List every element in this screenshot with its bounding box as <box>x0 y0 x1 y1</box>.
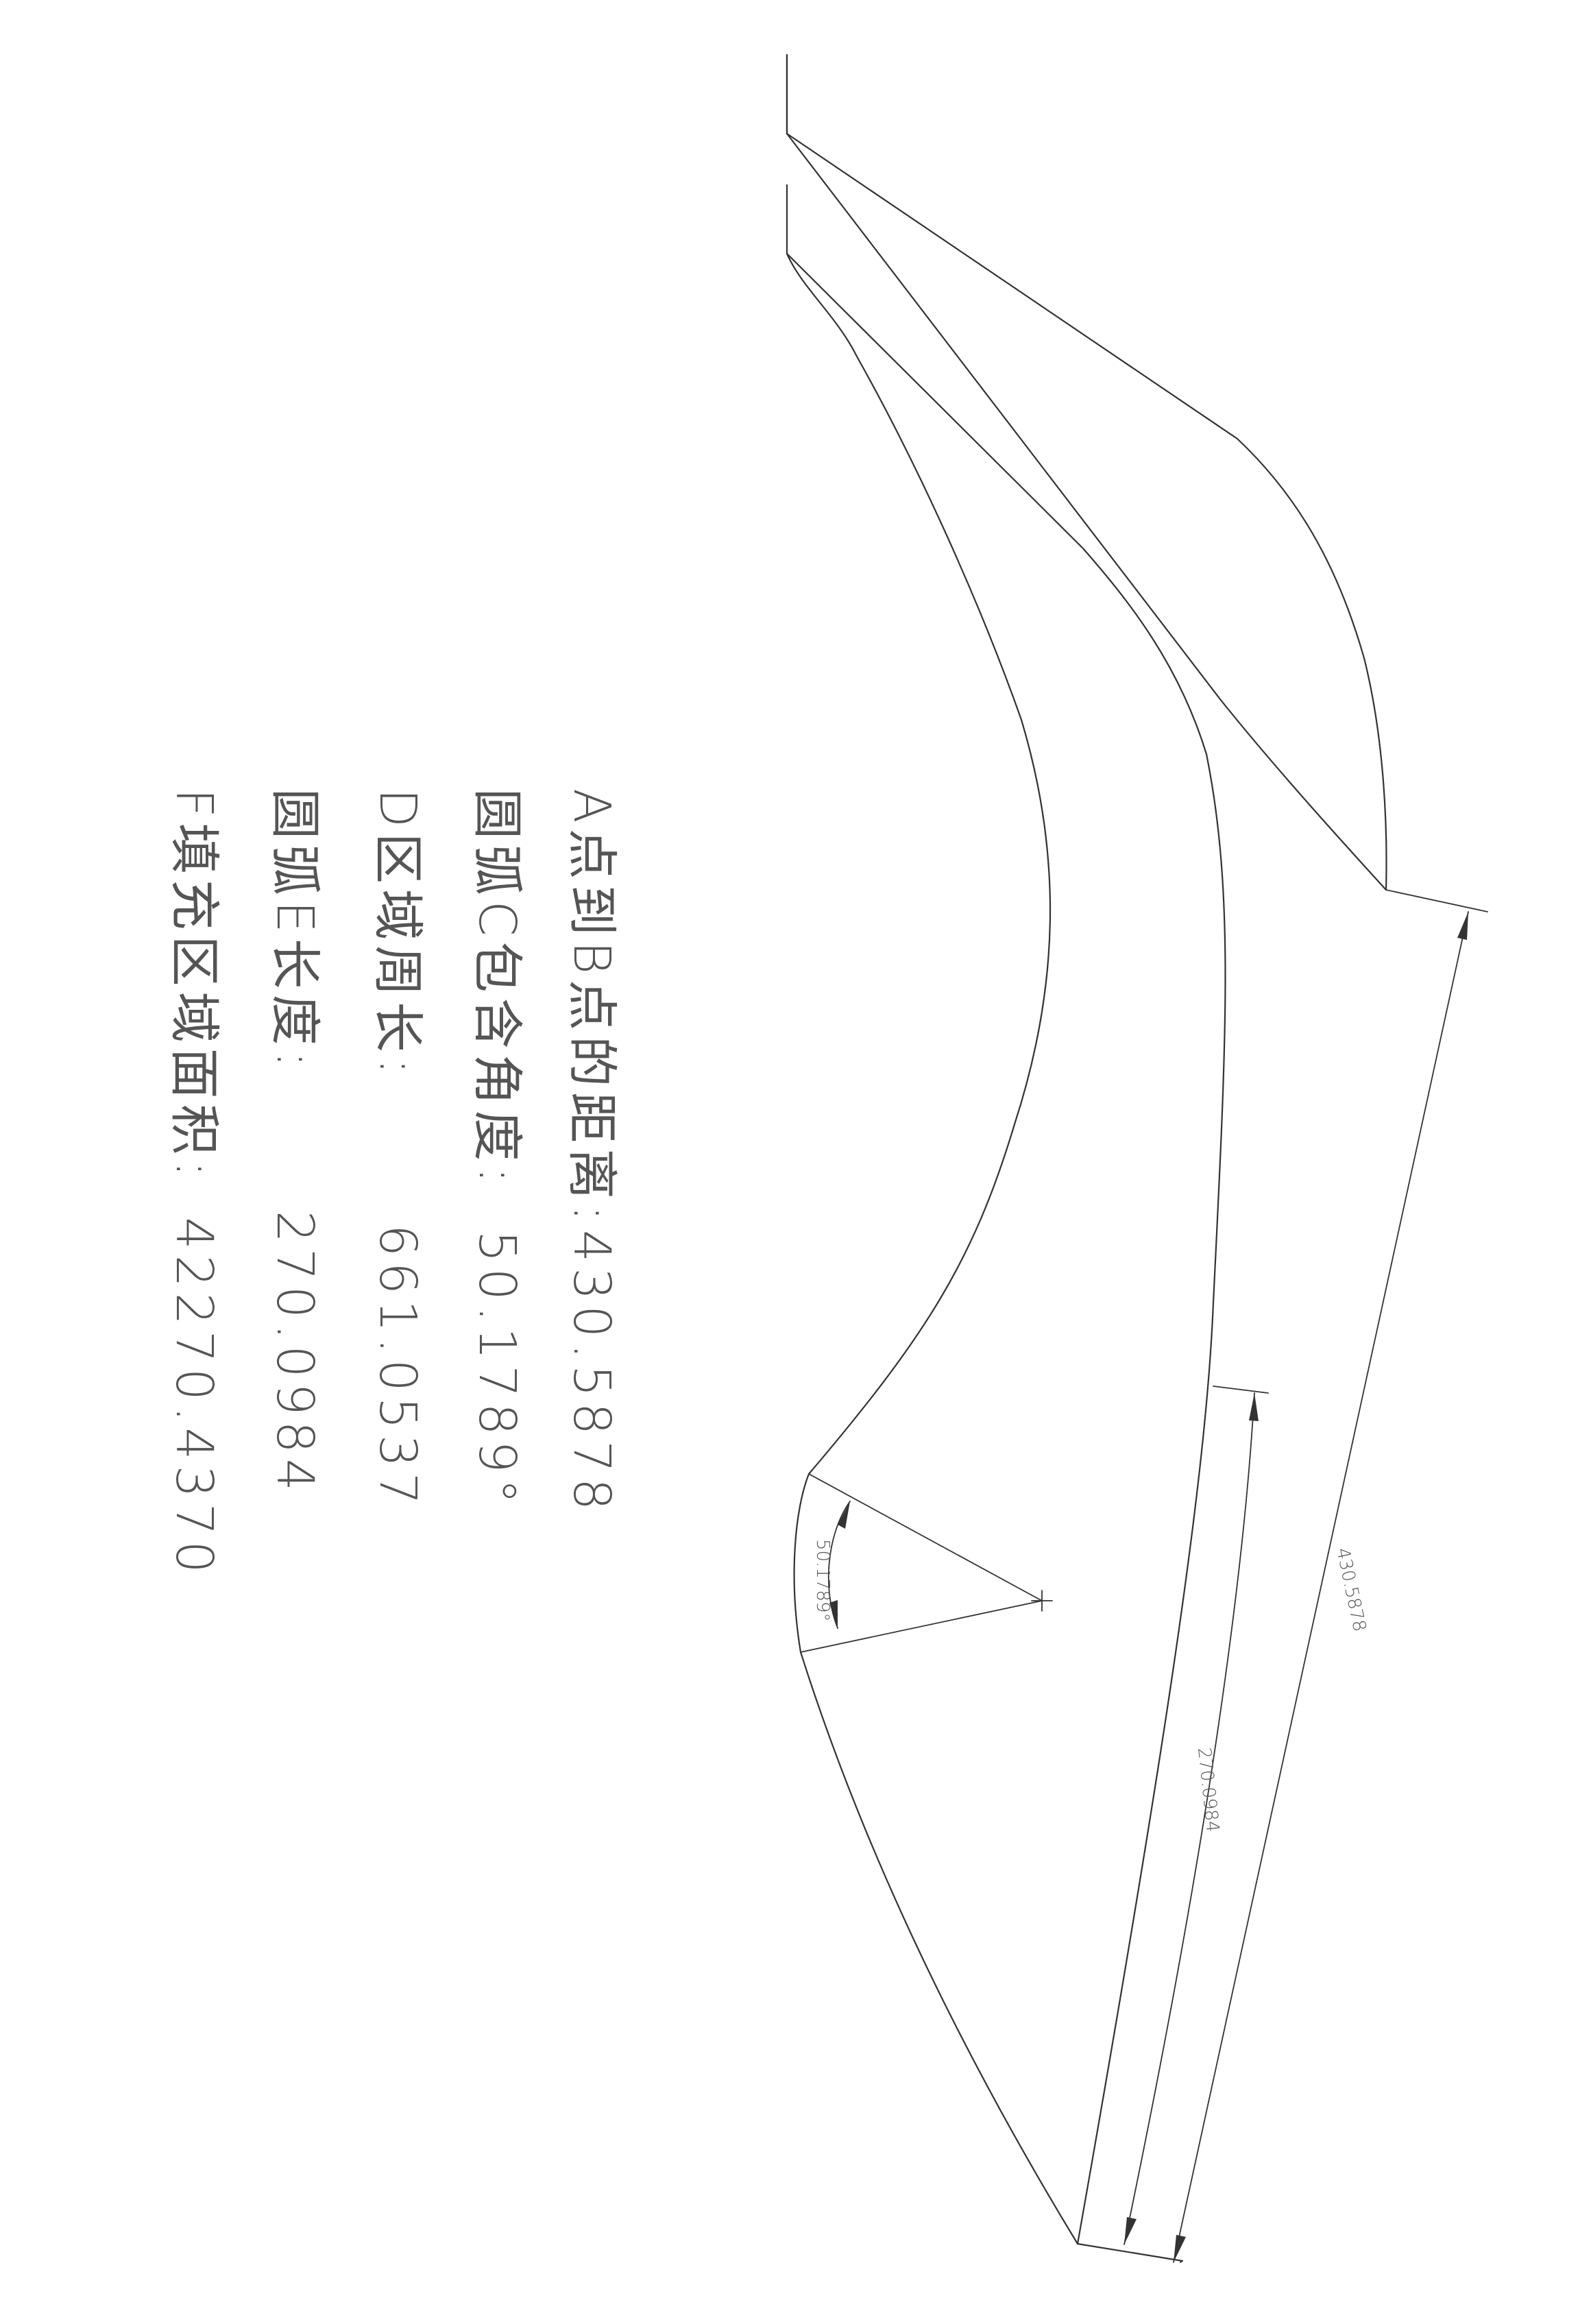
note-distance: A点到B点的距离:430.5878 <box>562 788 621 1516</box>
angular-dimension: 50.1789° <box>800 1473 1053 1653</box>
arrow-head-top <box>1457 912 1468 940</box>
outer-profile <box>786 53 1387 891</box>
middle-to-outer-diagonal <box>786 132 1387 891</box>
angle-arrow-top <box>838 1501 850 1529</box>
arc-arrow-top <box>1249 1393 1259 1421</box>
arc-length-dimension: 270.0984 <box>1124 1385 1269 2245</box>
radius-line-bottom <box>800 1600 1043 1653</box>
dimension-line-linear <box>1173 911 1469 2263</box>
radius-line-top <box>808 1473 1043 1601</box>
linear-dimension: 430.5878 <box>1173 889 1488 2263</box>
shape-outlines <box>786 53 1387 2262</box>
bottom-edge <box>1076 2242 1184 2262</box>
note-perimeter: D区域周长:661.0537 <box>368 788 427 1510</box>
notes-group: A点到B点的距离:430.5878 圆弧C包含角度:50.1789° D区域周长… <box>165 788 621 1579</box>
arc-extension-line <box>1213 1385 1269 1394</box>
linear-dimension-text: 430.5878 <box>1332 1546 1370 1634</box>
inner-profile <box>786 252 1079 2245</box>
angle-text: 50.1789° <box>812 1539 833 1622</box>
arrow-head-bottom <box>1174 2235 1186 2262</box>
angle-arrow-bottom <box>829 1600 838 1628</box>
arc-dimension-line <box>1124 1392 1255 2245</box>
arc-arrow-bottom <box>1124 2217 1137 2244</box>
arc-length-text: 270.0984 <box>1193 1747 1223 1834</box>
note-fill-area: F填充区域面积:42270.4370 <box>165 788 223 1579</box>
extension-line-bottom <box>1180 2260 1183 2263</box>
extension-line-top <box>1385 889 1488 912</box>
note-arc-length: 圆弧E长度:270.0984 <box>265 788 324 1497</box>
note-arc-angle: 圆弧C包含角度:50.1789° <box>467 788 526 1510</box>
middle-profile <box>786 184 1226 2245</box>
